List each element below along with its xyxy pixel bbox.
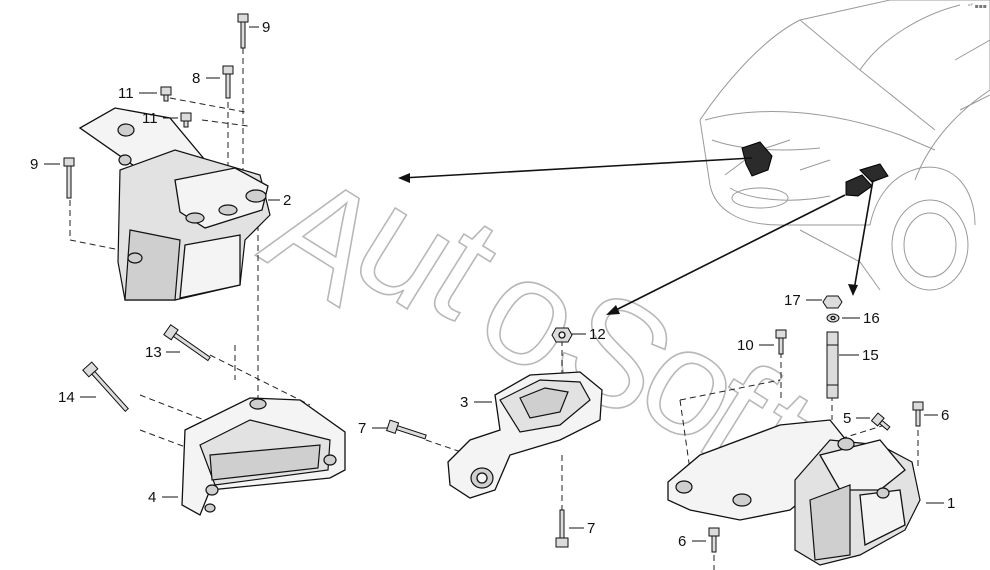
fasteners xyxy=(63,13,924,553)
callout-12: 12 xyxy=(589,326,606,343)
callout-6: 6 xyxy=(678,533,686,550)
callout-4: 4 xyxy=(148,489,156,506)
bolt-11b xyxy=(180,112,192,128)
nut-12 xyxy=(551,327,573,343)
bolt-11a xyxy=(160,86,172,102)
arrowhead xyxy=(848,284,858,296)
vehicle-illustration xyxy=(699,0,990,291)
callout-10: 10 xyxy=(737,337,754,354)
callout-7: 7 xyxy=(358,420,366,437)
callout-15: 15 xyxy=(862,347,879,364)
callout-17: 17 xyxy=(784,292,801,309)
location-arrows xyxy=(398,157,874,315)
callout-6: 6 xyxy=(941,407,949,424)
arrowhead xyxy=(606,305,620,315)
callout-8: 8 xyxy=(192,70,200,87)
arrowhead xyxy=(398,173,410,183)
mount-location-marker xyxy=(859,163,889,183)
arrow-to-part-3 xyxy=(611,194,846,313)
bolt-6-bottom xyxy=(708,527,720,553)
callout-14: 14 xyxy=(58,389,75,406)
bolt-13 xyxy=(163,324,211,362)
callout-2: 2 xyxy=(283,192,291,209)
washer-16 xyxy=(826,313,840,323)
corner-mark: ᵒᴾ ▪▪▪ xyxy=(968,3,987,10)
bolt-6-right xyxy=(912,401,924,427)
engine-mount-part-2 xyxy=(78,107,271,301)
callout-5: 5 xyxy=(843,410,851,427)
callout-11: 11 xyxy=(118,85,134,102)
bolt-9-left xyxy=(63,157,75,199)
bolt-7-bottom xyxy=(555,509,569,548)
bolt-9-top xyxy=(237,13,249,49)
callout-1: 1 xyxy=(947,495,955,512)
engine-mount-rod-part-3 xyxy=(447,371,603,499)
callout-labels: 9 8 11 11 9 2 13 14 7 3 4 12 7 10 17 16 … xyxy=(30,19,955,550)
arrow-to-part-1 xyxy=(853,179,874,291)
bolt-7-left xyxy=(386,419,427,440)
mount-location-marker xyxy=(845,174,873,197)
bolt-10 xyxy=(775,329,787,355)
engine-mount-part-1 xyxy=(667,419,921,566)
bolt-8 xyxy=(222,65,234,99)
callout-9: 9 xyxy=(262,19,270,36)
callout-13: 13 xyxy=(145,344,162,361)
callout-9: 9 xyxy=(30,156,38,173)
mount-location-marker xyxy=(741,141,773,177)
engine-mount-bracket-part-4 xyxy=(181,397,346,516)
callout-11: 11 xyxy=(142,110,158,127)
callout-16: 16 xyxy=(863,310,880,327)
callout-leaders xyxy=(44,26,944,542)
bolt-14 xyxy=(82,361,129,412)
nut-17 xyxy=(822,295,843,309)
bolt-5 xyxy=(870,412,891,431)
callout-3: 3 xyxy=(460,394,468,411)
stud-15 xyxy=(826,331,839,399)
arrow-to-part-2 xyxy=(401,157,753,179)
callout-7: 7 xyxy=(587,520,595,537)
